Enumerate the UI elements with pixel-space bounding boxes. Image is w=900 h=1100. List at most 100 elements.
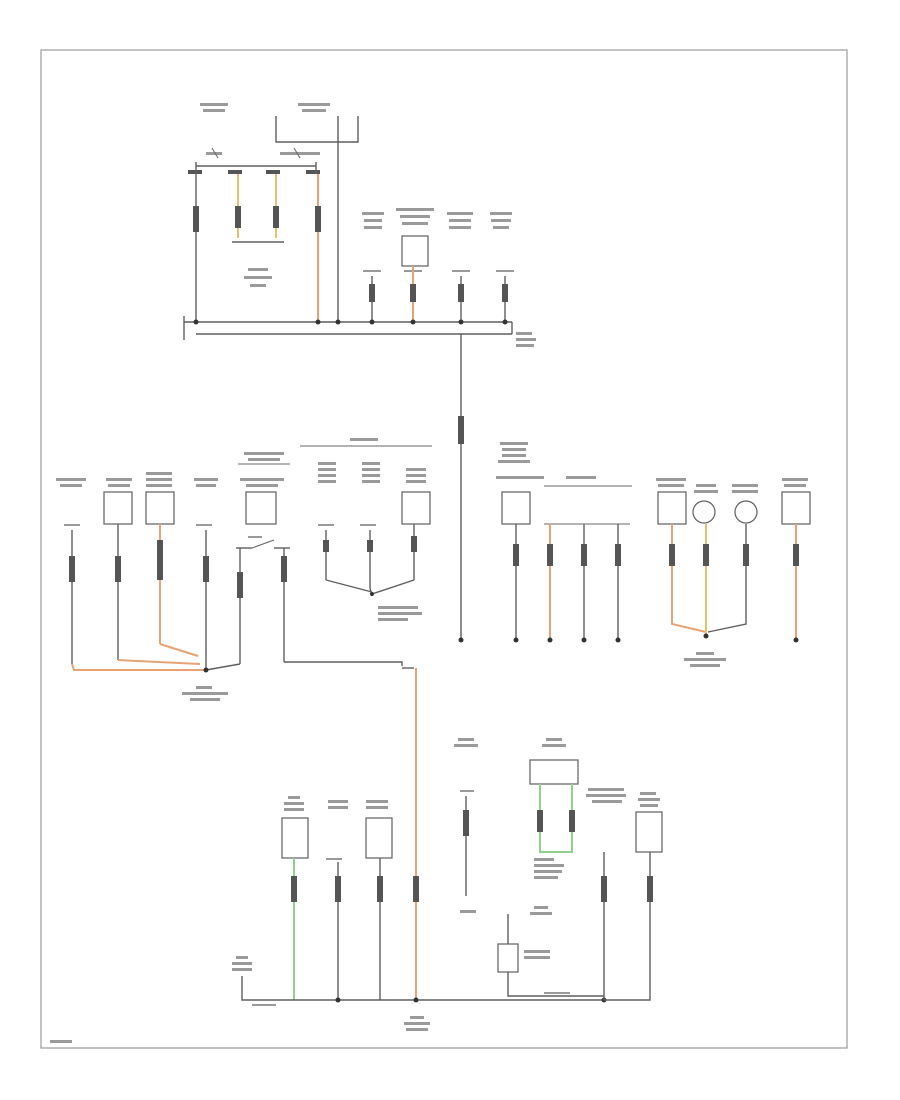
label-block [378, 612, 422, 615]
label-block [328, 800, 348, 803]
connector [569, 810, 575, 832]
label-block [410, 1016, 424, 1019]
label-block [534, 864, 564, 867]
label-block [690, 664, 720, 667]
component-box [657, 491, 687, 525]
connector [547, 544, 553, 566]
label-block [530, 912, 552, 915]
label-block [200, 103, 228, 106]
ground-point [458, 637, 464, 643]
connector [411, 536, 417, 552]
connector [581, 544, 587, 566]
label-block [516, 332, 532, 335]
ground-point [203, 667, 209, 673]
label-block [784, 484, 806, 487]
label-block [364, 219, 382, 222]
splice-dot [370, 592, 374, 596]
connector [235, 206, 241, 228]
connector [601, 876, 607, 902]
component-box [401, 235, 429, 267]
label-block [362, 468, 380, 471]
label-block [196, 524, 212, 526]
label-block [449, 219, 471, 222]
label-block [318, 468, 336, 471]
connector [266, 170, 280, 174]
splice-dot [315, 319, 321, 325]
resistor-symbol [497, 943, 519, 973]
label-block [404, 1022, 430, 1025]
component-box [365, 817, 393, 859]
connector [237, 572, 243, 598]
label-block [732, 484, 758, 487]
wire [205, 663, 241, 671]
component-box [781, 491, 811, 525]
label-block [396, 208, 434, 211]
label-block [460, 790, 474, 792]
label-block [684, 658, 726, 661]
connector [228, 170, 242, 174]
label-block [106, 478, 132, 481]
wire [604, 852, 651, 1001]
connector [413, 876, 419, 902]
splice-dot [410, 319, 416, 325]
label-block [326, 858, 342, 860]
label-block [406, 1028, 428, 1031]
wire [507, 972, 604, 997]
component-housing [275, 116, 359, 143]
connector [306, 170, 320, 174]
fuse-link [211, 147, 219, 159]
label-block [364, 226, 382, 229]
label-block [362, 480, 380, 483]
label-block [696, 484, 716, 487]
splice-dot [502, 319, 508, 325]
splice-dot [413, 997, 419, 1003]
label-block [460, 910, 476, 913]
wire [371, 579, 415, 595]
label-block [658, 484, 684, 487]
label-block [318, 524, 334, 526]
label-block [542, 744, 566, 747]
label-block [298, 103, 330, 106]
label-block [496, 476, 544, 479]
footer-code [50, 1040, 72, 1043]
label-block [406, 468, 426, 471]
top-section [183, 103, 536, 643]
label-block [182, 692, 228, 695]
connector [273, 206, 279, 228]
label-block [56, 478, 86, 481]
component-box [281, 817, 309, 859]
label-block [534, 870, 562, 873]
connector [315, 206, 321, 232]
label-block [362, 212, 384, 215]
component-box [245, 491, 277, 525]
label-block [350, 438, 378, 441]
label-block [534, 876, 558, 879]
label-block [250, 284, 266, 287]
component-box [501, 491, 531, 525]
label-block [252, 1004, 276, 1006]
wire-orange [671, 524, 707, 633]
connector [323, 540, 329, 552]
label-block [196, 686, 212, 689]
fuse-link [293, 147, 301, 159]
splice-dot [458, 319, 464, 325]
switch-blade [251, 539, 275, 549]
label-block [302, 109, 326, 112]
label-block [452, 270, 470, 272]
wire-orange [117, 659, 201, 665]
label-block [640, 792, 656, 795]
label-block [500, 442, 528, 445]
ground-point [581, 637, 587, 643]
label-block [206, 152, 222, 155]
label-block [696, 652, 714, 655]
connector [157, 540, 163, 580]
label-block [362, 474, 380, 477]
label-block [366, 800, 388, 803]
splice-dot [335, 319, 341, 325]
label-block [400, 215, 430, 218]
label-block [588, 788, 624, 791]
label-block [196, 484, 216, 487]
label-block [534, 858, 554, 861]
label-block [732, 490, 758, 493]
